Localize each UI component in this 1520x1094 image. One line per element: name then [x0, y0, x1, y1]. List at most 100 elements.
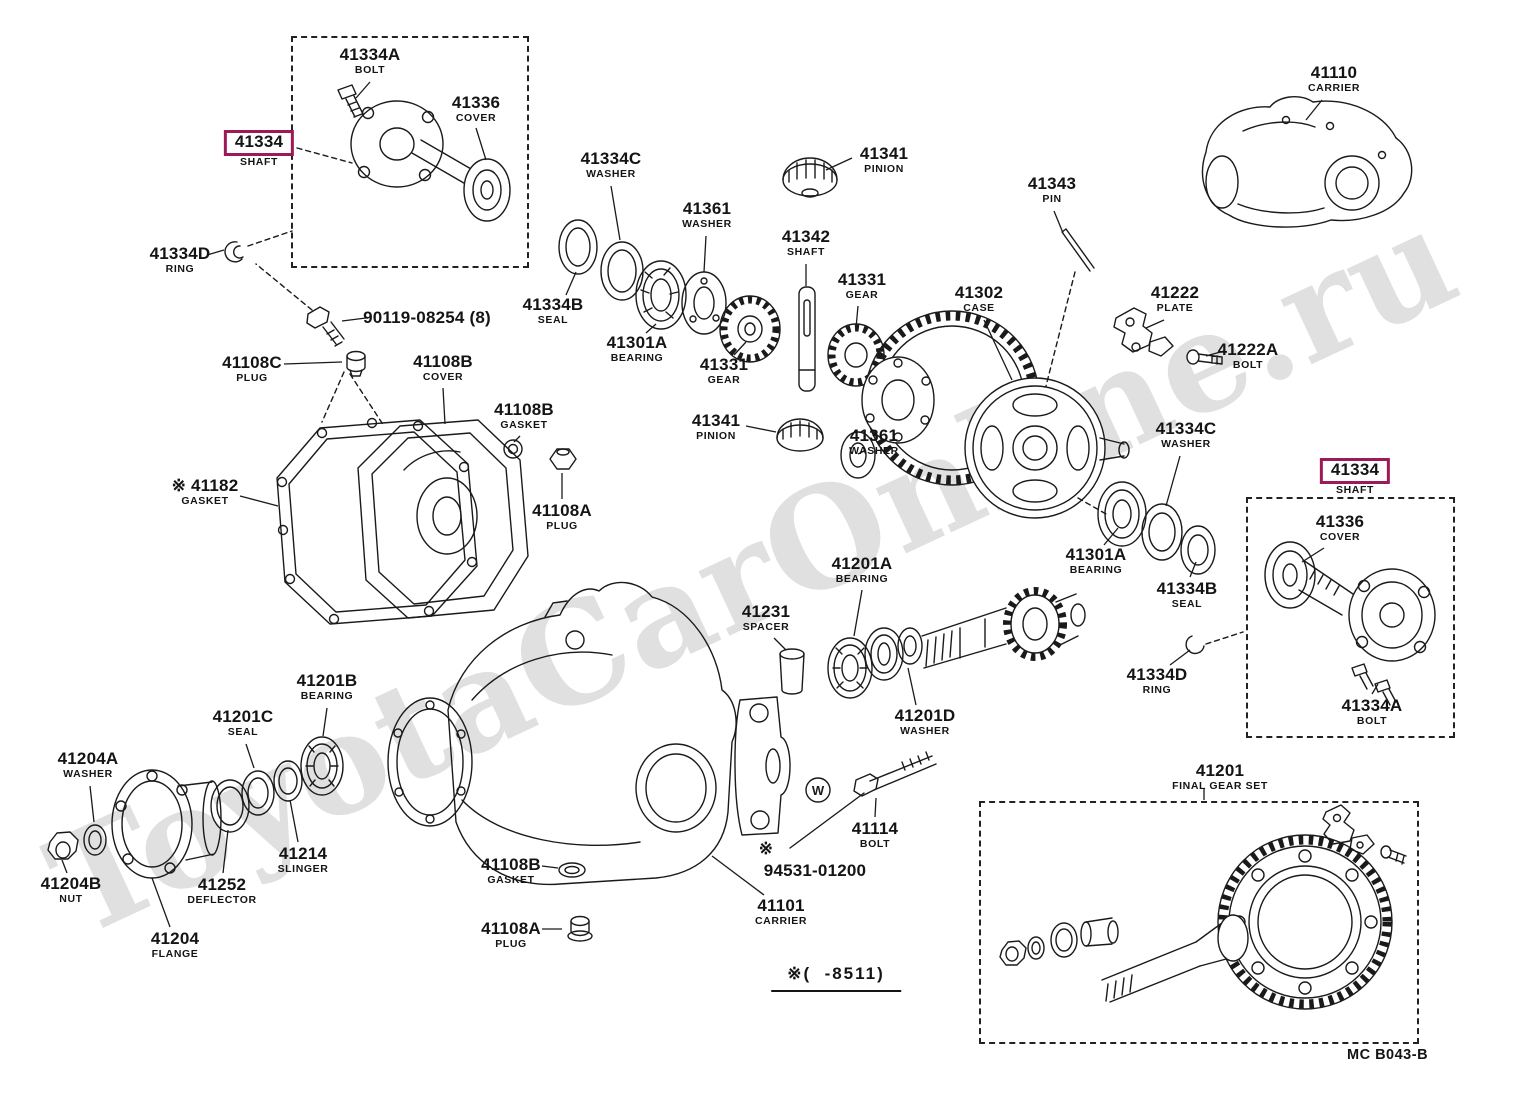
part-number[interactable]: 41334 — [1319, 458, 1391, 484]
part-number[interactable]: 41204A — [57, 749, 119, 768]
part-label-9453101200[interactable]: 94531-01200 — [763, 861, 867, 881]
footnote-date-range: ※( -8511) — [771, 964, 901, 992]
part-number[interactable]: 41331 — [699, 355, 749, 374]
part-number[interactable]: 41331 — [837, 270, 887, 289]
part-number[interactable]: 90119-08254 (8) — [363, 308, 491, 327]
part-number[interactable]: 41204 — [150, 929, 200, 948]
part-number[interactable]: 41343 — [1027, 174, 1077, 193]
part-number[interactable]: 41334C — [580, 149, 642, 168]
part-number[interactable]: 41204B — [40, 874, 102, 893]
part-number[interactable]: 41201A — [831, 554, 893, 573]
part-number[interactable]: 41108A — [481, 919, 541, 938]
part-number[interactable]: 41334B — [1156, 579, 1218, 598]
part-number[interactable]: 41334C — [1155, 419, 1217, 438]
part-number[interactable]: 41201C — [212, 707, 274, 726]
part-number[interactable]: 41201 — [1195, 761, 1245, 780]
part-number[interactable]: 94531-01200 — [763, 861, 867, 880]
part-number[interactable]: 41341 — [859, 144, 909, 163]
part-number[interactable]: 41222 — [1150, 283, 1200, 302]
part-number[interactable]: 41342 — [781, 227, 831, 246]
part-number[interactable]: 41201B — [296, 671, 358, 690]
part-number[interactable]: 41108B — [413, 352, 473, 371]
part-number[interactable]: 41336 — [1315, 512, 1365, 531]
part-name: RING — [1142, 683, 1172, 696]
part-label-[interactable]: ※ — [758, 839, 774, 859]
part-number[interactable]: 41301A — [1065, 545, 1127, 564]
part-number[interactable]: 41334A — [339, 45, 401, 64]
part-number[interactable]: 41301A — [606, 333, 668, 352]
part-number[interactable]: 41101 — [757, 896, 805, 915]
part-number[interactable]: 41108C — [222, 353, 282, 372]
part-number[interactable]: 41302 — [954, 283, 1004, 302]
part-number[interactable]: 41108B — [494, 400, 554, 419]
part-number[interactable]: ※ 41182 — [171, 476, 239, 495]
part-number[interactable]: 41108B — [481, 855, 541, 874]
part-number[interactable]: 41114 — [851, 819, 899, 838]
part-number[interactable]: 41361 — [849, 426, 899, 445]
part-number[interactable]: 41334D — [1126, 665, 1188, 684]
part-number[interactable]: 41361 — [682, 199, 732, 218]
part-number[interactable]: 41341 — [691, 411, 741, 430]
part-number[interactable]: 41108A — [532, 501, 592, 520]
part-number[interactable]: 41201D — [894, 706, 956, 725]
part-number[interactable]: 41334D — [149, 244, 211, 263]
part-number[interactable]: 41252 — [197, 875, 247, 894]
part-number[interactable]: 41214 — [278, 844, 328, 863]
part-number[interactable]: 41336 — [451, 93, 501, 112]
part-number[interactable]: ※ — [758, 839, 774, 858]
part-label-90119082548[interactable]: 90119-08254 (8) — [363, 308, 491, 328]
part-number[interactable]: 41334B — [522, 295, 584, 314]
part-number[interactable]: 41334A — [1341, 696, 1403, 715]
part-number[interactable]: 41334 — [223, 130, 295, 156]
part-number[interactable]: 41231 — [741, 602, 791, 621]
part-number[interactable]: 41110 — [1310, 63, 1358, 82]
part-number[interactable]: 41222A — [1217, 340, 1279, 359]
